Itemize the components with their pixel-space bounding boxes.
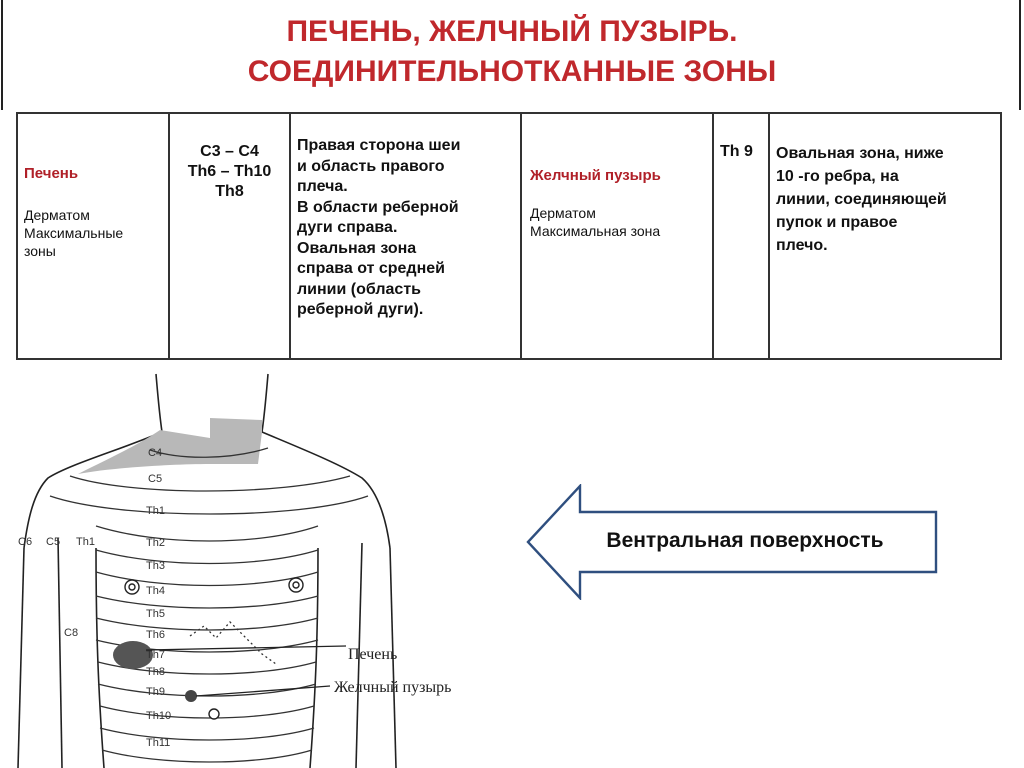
gallbladder-callout-label: Желчный пузырь	[334, 679, 451, 696]
liver-description-line: Правая сторона шеи	[297, 137, 461, 154]
dermatome-band	[149, 447, 269, 458]
right-frame-rule	[1019, 0, 1021, 110]
neck-outline	[261, 373, 269, 433]
slide-title: ПЕЧЕНЬ, ЖЕЛЧНЫЙ ПУЗЫРЬ. СОЕДИНИТЕЛЬНОТКА…	[0, 12, 1024, 92]
liver-sub-line: зоны	[24, 243, 56, 259]
left-frame-rule	[1, 0, 3, 110]
dermatome-band	[95, 525, 319, 542]
arm-outline	[389, 547, 397, 768]
ventral-surface-arrow	[526, 484, 938, 600]
gallbladder-description-line: пупок и правое	[776, 214, 898, 231]
segment-label: C5	[46, 536, 60, 548]
gallbladder-name: Желчный пузырь	[530, 167, 661, 184]
neck-outline	[155, 373, 163, 433]
segment-label: C8	[64, 627, 78, 639]
arm-outline	[17, 547, 25, 768]
gallbladder-sub-line: Максимальная зона	[530, 223, 661, 239]
arm-outline	[57, 537, 63, 768]
segment-label: Th2	[146, 537, 165, 549]
liver-description-line: линии (область	[297, 280, 421, 298]
dermatome-band	[95, 617, 319, 631]
segment-label: Th10	[146, 710, 171, 722]
segment-label: Th1	[146, 505, 165, 517]
liver-sub-line: Максимальные	[24, 225, 124, 241]
nipple-marks	[124, 577, 304, 595]
liver-name-cell: Печень Дерматом Максимальные зоны	[16, 112, 170, 360]
dermatome-band	[99, 727, 315, 741]
segment-label: Th5	[146, 608, 165, 620]
table-row: Печень Дерматом Максимальные зоны C3 – C…	[16, 112, 1002, 360]
liver-description-line: В области реберной	[297, 198, 459, 216]
liver-description-cell: Правая сторона шеи и область правого пле…	[289, 112, 522, 360]
dermatome-band	[95, 571, 319, 587]
arrow-shape	[526, 484, 938, 600]
liver-name: Печень	[24, 165, 79, 182]
segment-label: Th8	[146, 666, 165, 678]
gallbladder-description-line: 10 -го ребра, на	[776, 168, 899, 185]
segment-label: Th4	[146, 585, 165, 597]
liver-zone-mark	[113, 641, 153, 669]
dermatome-band	[69, 475, 351, 492]
segment-label: Th1	[76, 536, 95, 548]
gallbladder-description-cell: Овальная зона, ниже 10 -го ребра, на лин…	[768, 112, 1002, 360]
liver-description-line: Овальная зона	[297, 239, 417, 257]
gallbladder-segment-cell: Th 9	[712, 112, 770, 360]
gallbladder-name-cell: Желчный пузырь Дерматом Максимальная зон…	[520, 112, 714, 360]
segment-label: Th3	[146, 560, 165, 572]
liver-segment: Th8	[215, 183, 244, 200]
liver-description-line: плеча.	[297, 178, 348, 195]
liver-segment: C3 – C4	[200, 143, 259, 160]
liver-description-line: реберной дуги).	[297, 301, 424, 318]
liver-segments-cell: C3 – C4 Th6 – Th10 Th8	[168, 112, 291, 360]
navel-mark	[208, 708, 220, 720]
gallbladder-description-line: Овальная зона, ниже	[776, 145, 944, 162]
dermatome-band	[49, 495, 369, 515]
dermatome-band	[101, 749, 313, 763]
liver-callout-line	[145, 645, 347, 651]
segment-label: C6	[18, 536, 32, 548]
liver-description-line: справа от средней	[297, 260, 445, 277]
title-line-2: СОЕДИНИТЕЛЬНОТКАННЫЕ ЗОНЫ	[247, 55, 777, 88]
liver-sub-line: Дерматом	[24, 207, 90, 223]
costal-arch-line	[189, 621, 277, 665]
dermatome-band	[95, 595, 319, 609]
gallbladder-segment: Th 9	[720, 143, 753, 160]
torso-outline	[309, 547, 319, 768]
segment-label: Th11	[146, 737, 170, 749]
liver-segment: Th6 – Th10	[187, 163, 272, 180]
liver-callout-label: Печень	[348, 646, 397, 663]
zones-table: Печень Дерматом Максимальные зоны C3 – C…	[16, 112, 1002, 360]
arrow-label: Вентральная поверхность	[606, 529, 884, 552]
segment-label: C5	[148, 473, 162, 485]
shoulder-outline	[261, 431, 391, 549]
shoulder-outline	[23, 431, 163, 549]
gallbladder-description-line: линии, соединяющей	[776, 191, 947, 208]
segment-label: Th9	[146, 686, 165, 698]
dermatome-band	[97, 661, 317, 675]
gallbladder-description-line: плечо.	[776, 237, 828, 254]
gallbladder-zone-mark	[185, 690, 197, 702]
liver-description-line: дуги справа.	[297, 219, 398, 236]
segment-label: Th7	[146, 649, 165, 661]
dermatome-band	[95, 549, 319, 565]
gallbladder-sub-line: Дерматом	[530, 205, 596, 221]
arm-outline	[355, 542, 363, 768]
torso-dermatome-diagram: C4 C5 Th1 Th2 Th3 Th4 Th5 Th6 Th7 Th8 Th…	[17, 373, 451, 768]
torso-outline	[95, 547, 105, 768]
title-line-1: ПЕЧЕНЬ, ЖЕЛЧНЫЙ ПУЗЫРЬ.	[286, 15, 738, 48]
segment-label: Th6	[146, 629, 165, 641]
dermatome-band	[99, 705, 315, 719]
gallbladder-callout-line	[195, 685, 331, 697]
segment-label: C4	[148, 447, 162, 459]
liver-description-line: и область правого	[297, 157, 445, 175]
c4-zone	[78, 430, 210, 474]
